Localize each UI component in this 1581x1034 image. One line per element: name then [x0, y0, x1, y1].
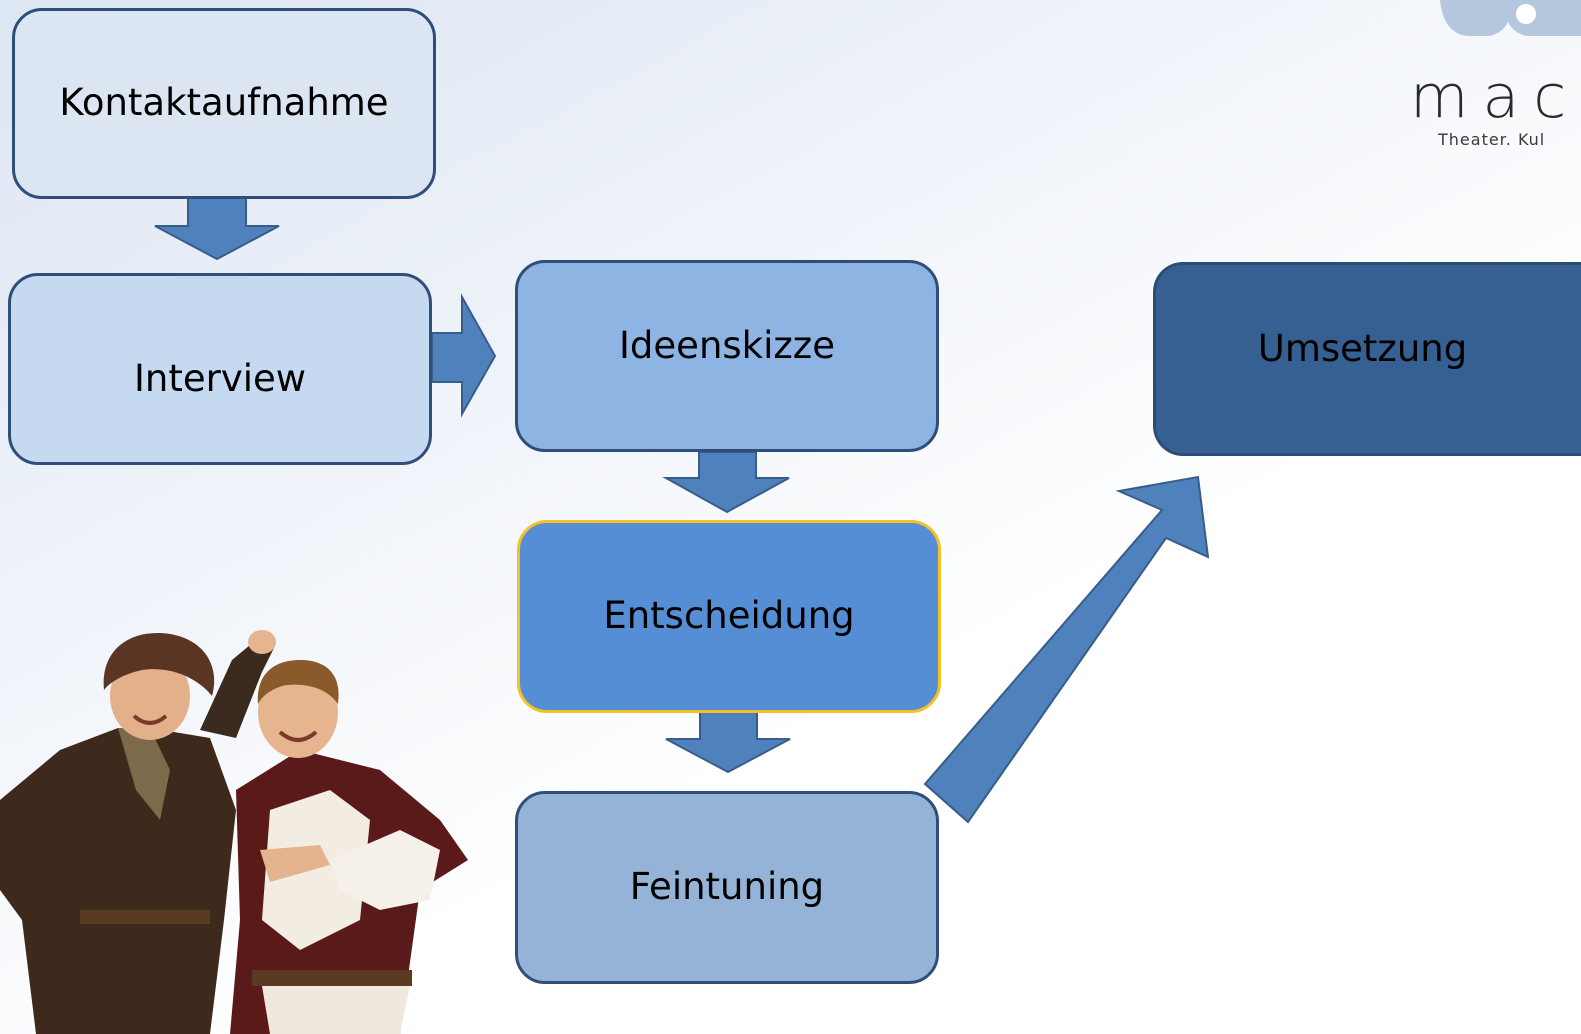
step-entscheidung: Entscheidung	[517, 520, 941, 713]
step-feintuning: Feintuning	[515, 791, 939, 984]
arrow-feintuning-to-umsetzung	[923, 475, 1210, 824]
step-feintuning-label: Feintuning	[629, 865, 825, 909]
step-interview-label: Interview	[133, 356, 307, 400]
actors-photo	[0, 630, 468, 1034]
step-interview: Interview	[8, 273, 432, 465]
arrow-interview-to-ideen	[431, 293, 497, 418]
logo-tagline: Theater. Kul	[1438, 130, 1546, 149]
step-umsetzung: Umsetzung	[1153, 262, 1581, 456]
left-actor-figure	[0, 630, 276, 1034]
step-umsetzung-label: Umsetzung	[1257, 326, 1468, 370]
step-ideenskizze: Ideenskizze	[515, 260, 939, 452]
step-kontaktaufnahme: Kontaktaufnahme	[12, 8, 436, 199]
step-ideenskizze-label: Ideenskizze	[619, 323, 835, 367]
step-kontaktaufnahme-label: Kontaktaufnahme	[59, 81, 389, 125]
arrow-kontakt-to-interview	[154, 197, 280, 261]
step-entscheidung-label: Entscheidung	[603, 594, 855, 638]
logo-shape-icon	[1440, 0, 1581, 36]
right-actor-figure	[230, 660, 468, 1034]
company-logo: mac Theater. Kul	[1380, 0, 1581, 170]
arrow-ideen-to-entscheidung	[662, 451, 790, 514]
logo-word: mac	[1410, 62, 1581, 132]
arrow-entscheidung-to-feintuning	[665, 711, 791, 774]
